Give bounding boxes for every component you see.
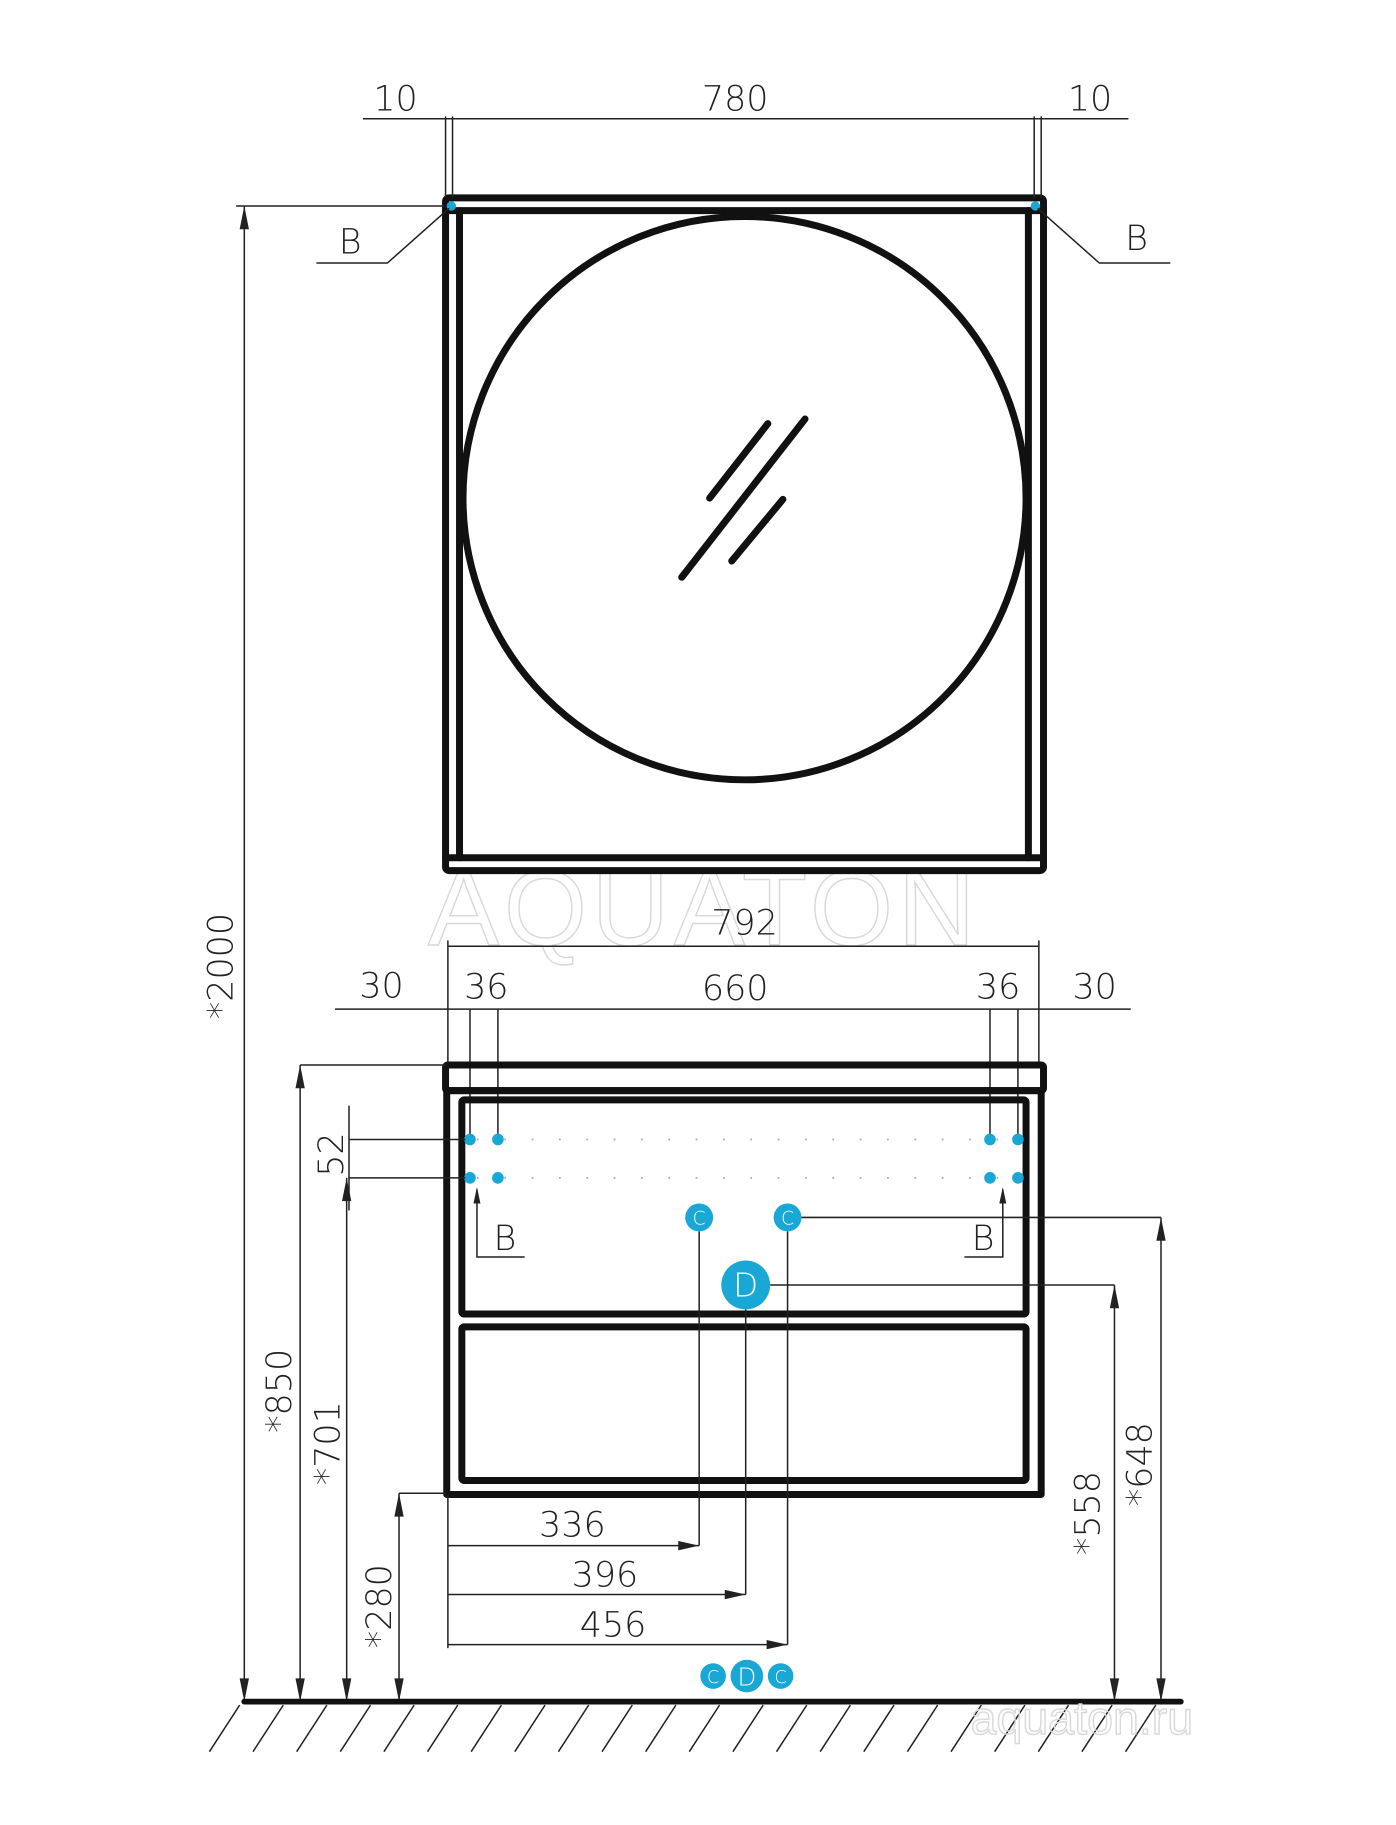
mount-holes xyxy=(464,1133,1024,1184)
dim-height-bottom: *280 xyxy=(360,1564,400,1648)
floor-hatch-line xyxy=(514,1704,546,1753)
reflection-icon xyxy=(678,415,809,581)
floor xyxy=(208,1698,1184,1753)
dim-cold-offset: 336 xyxy=(539,1505,606,1545)
floor-markers: C C D xyxy=(700,1659,794,1693)
dim-mirror-left-offset: 10 xyxy=(373,80,417,120)
floor-hatch-line xyxy=(557,1704,590,1753)
floor-hatch-line xyxy=(1081,1704,1113,1753)
dim-left-overhang: 30 xyxy=(359,966,403,1006)
floor-hatch-line xyxy=(339,1704,372,1753)
aquaton-site-watermark: aquaton.ru xyxy=(971,1692,1193,1744)
floor-hatch-line xyxy=(296,1704,328,1753)
floor-hatch-line xyxy=(426,1704,459,1753)
cabinet-mount-label-left: B xyxy=(493,1219,516,1259)
cold-water-marker: C xyxy=(685,1203,714,1232)
floor-hatch-line xyxy=(863,1704,895,1753)
dim-drain-height: *558 xyxy=(1068,1471,1108,1555)
floor-hatch-line xyxy=(994,1704,1026,1753)
dim-mirror-width: 780 xyxy=(702,80,769,120)
svg-text:D: D xyxy=(733,1267,758,1305)
dim-mirror-right-offset: 10 xyxy=(1068,80,1112,120)
floor-hatch-line xyxy=(1037,1704,1070,1753)
cabinet-mount-label-right: B xyxy=(972,1219,995,1259)
dim-hole-span: 660 xyxy=(702,969,769,1009)
svg-text:C: C xyxy=(775,1668,787,1688)
floor-hatch-line xyxy=(819,1704,852,1753)
dim-right-inset: 36 xyxy=(976,968,1020,1008)
drawer-bottom xyxy=(458,1323,1030,1484)
mirror xyxy=(442,194,1047,875)
dim-left-inset: 36 xyxy=(464,968,508,1008)
dim-cabinet-width: 792 xyxy=(711,904,778,944)
dim-hot-offset: 456 xyxy=(580,1605,647,1645)
aquaton-watermark: AQUATON xyxy=(428,848,980,968)
dim-drain-offset: 396 xyxy=(572,1555,639,1595)
floor-hatch-line xyxy=(906,1704,939,1753)
drain-marker: D xyxy=(721,1260,771,1310)
floor-hatch-line xyxy=(1124,1704,1157,1753)
floor-hatch-line xyxy=(470,1704,503,1753)
svg-text:D: D xyxy=(737,1662,756,1691)
svg-text:C: C xyxy=(693,1208,706,1229)
mirror-mount-label-left: B xyxy=(339,223,362,263)
vanity-cabinet xyxy=(442,1061,1047,1498)
floor-hatch-line xyxy=(601,1704,633,1753)
dim-overall-height: *2000 xyxy=(202,913,242,1019)
dim-water-height: *648 xyxy=(1121,1422,1161,1506)
dim-height-top: *850 xyxy=(260,1349,300,1433)
floor-hatch-line xyxy=(208,1704,241,1753)
floor-hatch-line xyxy=(732,1704,764,1753)
floor-hatch-line xyxy=(645,1704,677,1753)
floor-hatch-line xyxy=(252,1704,284,1753)
floor-hatch-line xyxy=(383,1704,415,1753)
floor-hatch-line xyxy=(950,1704,982,1753)
dim-hole-spacing: 52 xyxy=(312,1132,352,1176)
dim-height-holes: *701 xyxy=(309,1401,349,1485)
floor-hatch-line xyxy=(688,1704,721,1753)
svg-text:C: C xyxy=(781,1208,794,1229)
svg-text:C: C xyxy=(707,1668,719,1688)
mirror-mount-label-right: B xyxy=(1125,219,1148,259)
drawer-top xyxy=(458,1096,1030,1318)
floor-hatch-line xyxy=(775,1704,808,1753)
hot-water-marker: C xyxy=(773,1203,802,1232)
mirror-width-dimension: 10 780 10 xyxy=(362,80,1129,198)
dim-right-overhang: 30 xyxy=(1072,968,1116,1008)
round-mirror-glass xyxy=(459,212,1030,784)
